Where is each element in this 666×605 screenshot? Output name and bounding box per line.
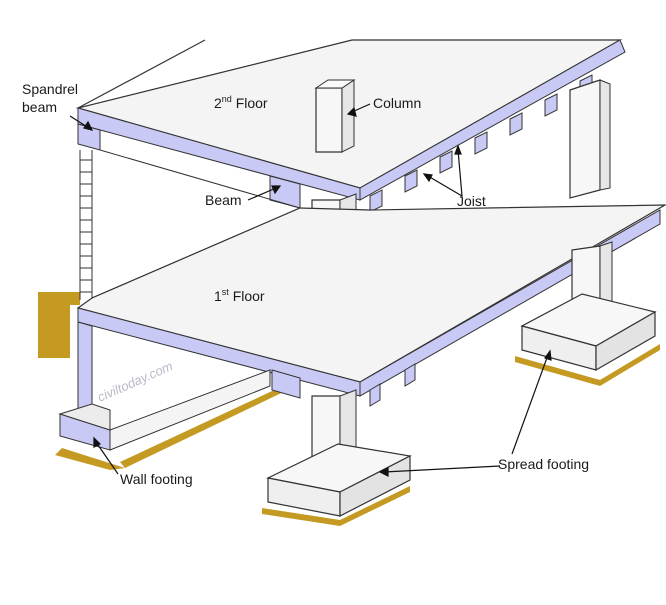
spread-footing-label: Spread footing bbox=[498, 456, 589, 472]
joist-label: Joist bbox=[457, 193, 486, 209]
second-floor-suffix: nd bbox=[222, 94, 232, 104]
leader-arrows bbox=[69, 103, 552, 477]
first-floor-label: 1st Floor bbox=[214, 287, 265, 304]
column-label: Column bbox=[373, 95, 421, 111]
second-floor-label: 2nd Floor bbox=[214, 94, 268, 111]
wall-footing-label: Wall footing bbox=[120, 471, 193, 487]
first-floor-slab bbox=[76, 204, 666, 407]
first-floor-word: Floor bbox=[229, 288, 265, 304]
column-back-right bbox=[569, 79, 611, 199]
watermark: civiltoday.com bbox=[95, 358, 175, 405]
first-floor-suffix: st bbox=[222, 287, 230, 297]
wall-hatching bbox=[79, 150, 93, 300]
first-floor-number: 1 bbox=[214, 288, 222, 304]
back-column-footing bbox=[520, 241, 657, 372]
wall-footing bbox=[58, 321, 271, 451]
second-floor-number: 2 bbox=[214, 95, 222, 111]
spandrel-label-line2: beam bbox=[22, 99, 57, 115]
beam-label: Beam bbox=[205, 192, 242, 208]
second-floor-word: Floor bbox=[232, 95, 268, 111]
spandrel-label-line1: Spandrel bbox=[22, 81, 78, 97]
column-top bbox=[314, 79, 356, 153]
